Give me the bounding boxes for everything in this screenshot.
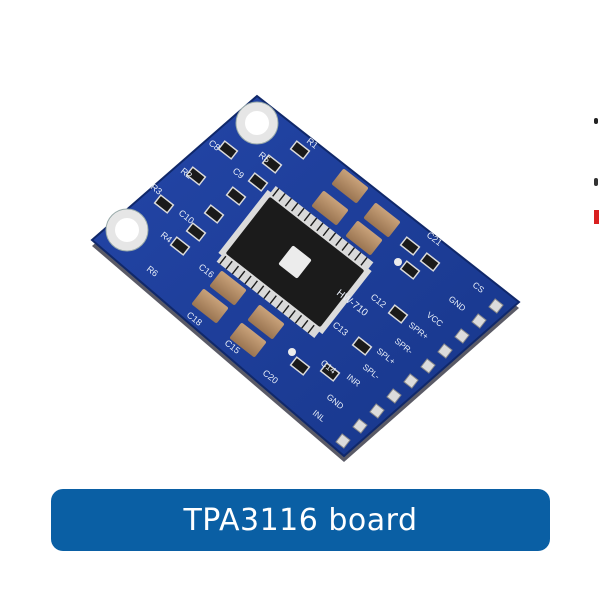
mounting-hole-top <box>235 101 279 145</box>
capacitor-group <box>192 169 400 357</box>
caption-text: TPA3116 board <box>183 502 418 538</box>
header-pads <box>335 298 504 449</box>
smd-components <box>153 140 441 382</box>
amplifier-chip <box>216 186 374 338</box>
right-edge-artifact <box>594 118 600 228</box>
caption-banner: TPA3116 board <box>51 489 550 551</box>
test-pads <box>288 258 402 356</box>
mounting-hole-left <box>105 208 149 252</box>
